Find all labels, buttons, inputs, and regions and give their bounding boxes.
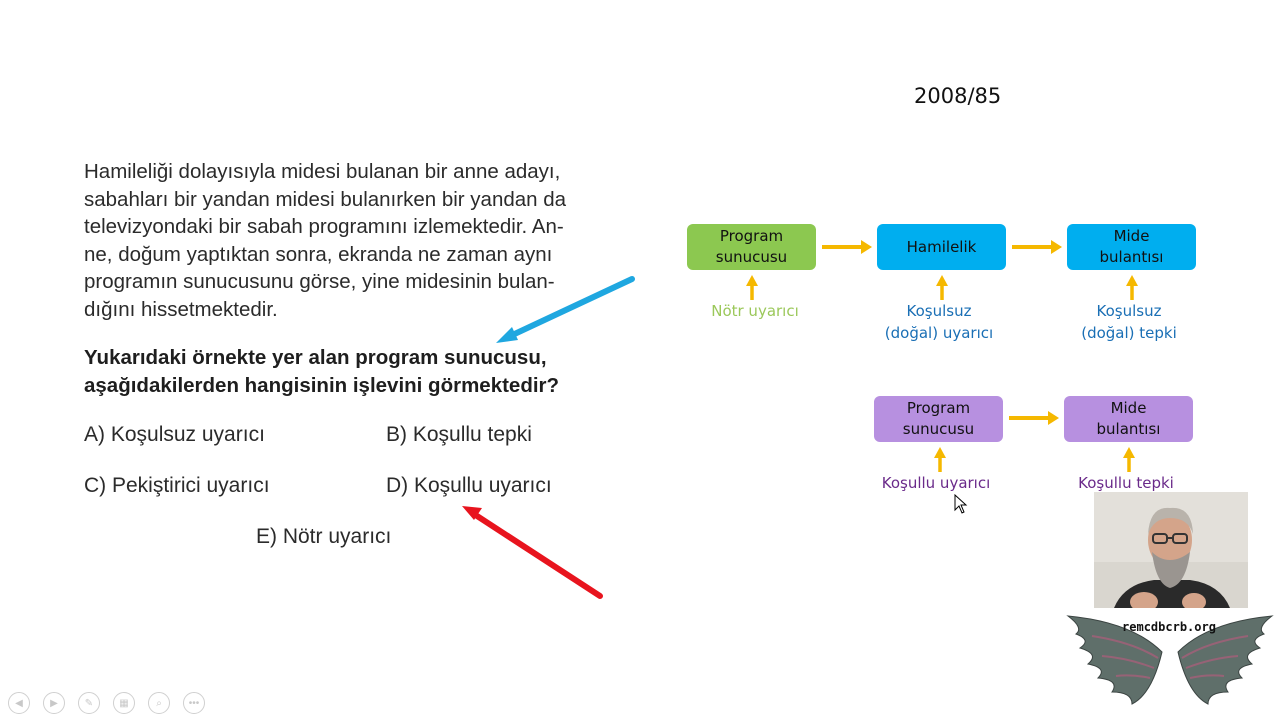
label-line: Koşullu tepki (1078, 474, 1174, 492)
flow-arrow-up (1123, 447, 1135, 472)
box-program-presenter-conditioned: Program sunucusu (874, 396, 1003, 442)
option-c[interactable]: C) Pekiştirici uyarıcı (84, 474, 270, 497)
label-line: Koşulsuz (1096, 302, 1162, 320)
mouse-cursor-icon (954, 494, 968, 514)
question-line: dığını hissetmektedir. (84, 297, 278, 321)
blue-pointer-arrow (496, 276, 635, 343)
question-line: televizyondaki bir sabah programını izle… (84, 215, 564, 238)
prompt-line: Yukarıdaki örnekte yer alan program sunu… (84, 346, 547, 369)
label-line: (doğal) tepki (1081, 324, 1177, 342)
flow-arrow-right (1009, 411, 1059, 425)
flow-arrow-right (1012, 240, 1062, 254)
option-e[interactable]: E) Nötr uyarıcı (256, 525, 392, 548)
label-line: Nötr uyarıcı (711, 302, 799, 320)
flow-arrow-up (936, 275, 948, 300)
box-line: sunucusu (715, 248, 788, 266)
presenter-avatar (1094, 492, 1248, 608)
question-reference: 2008/85 (914, 84, 1002, 108)
box-pregnancy: Hamilelik (877, 224, 1006, 270)
question-line: Hamileliği dolayısıyla midesi bulanan bi… (84, 160, 561, 183)
wings-logo (1066, 615, 1274, 705)
slide-controls: ◀ ▶ ✎ ▦ ⌕ ••• (8, 692, 205, 714)
zoom-icon[interactable]: ⌕ (148, 692, 170, 714)
label-conditioned-stimulus: Koşullu uyarıcı (866, 472, 1006, 494)
box-line: Program (906, 399, 971, 417)
question-line: programın sunucusunu görse, yine midesin… (84, 270, 555, 293)
label-unconditioned-stimulus: Koşulsuz (doğal) uyarıcı (874, 300, 1004, 344)
watermark-url: remcdbcrb.org (1122, 620, 1216, 634)
option-a[interactable]: A) Koşulsuz uyarıcı (84, 423, 265, 446)
flow-arrow-up (934, 447, 946, 472)
more-icon[interactable]: ••• (183, 692, 205, 714)
next-icon[interactable]: ▶ (43, 692, 65, 714)
slides-icon[interactable]: ▦ (113, 692, 135, 714)
box-line: bulantısı (1099, 248, 1164, 266)
pen-icon[interactable]: ✎ (78, 692, 100, 714)
box-nausea-conditioned: Mide bulantısı (1064, 396, 1193, 442)
label-unconditioned-response: Koşulsuz (doğal) tepki (1064, 300, 1194, 344)
option-b[interactable]: B) Koşullu tepki (386, 423, 532, 446)
flow-arrow-up (1126, 275, 1138, 300)
box-nausea: Mide bulantısı (1067, 224, 1196, 270)
flow-arrow-up (746, 275, 758, 300)
label-neutral-stimulus: Nötr uyarıcı (690, 300, 820, 322)
option-d[interactable]: D) Koşullu uyarıcı (386, 474, 552, 497)
label-line: Koşullu uyarıcı (881, 474, 991, 492)
box-line: Hamilelik (906, 237, 977, 256)
prompt-line: aşağıdakilerden hangisinin işlevini görm… (84, 373, 560, 397)
box-line: Program (719, 227, 784, 245)
red-pointer-arrow (462, 506, 603, 599)
question-line: sabahları bir yandan midesi bulanırken b… (84, 187, 567, 211)
previous-icon[interactable]: ◀ (8, 692, 30, 714)
question-line: ne, doğum yaptıktan sonra, ekranda ne za… (84, 242, 553, 266)
webcam-overlay (1094, 492, 1248, 608)
box-line: sunucusu (902, 420, 975, 438)
box-program-presenter: Program sunucusu (687, 224, 816, 270)
question-prompt: Yukarıdaki örnekte yer alan program sunu… (84, 344, 664, 399)
box-line: Mide (1110, 399, 1147, 417)
box-line: Mide (1113, 227, 1150, 245)
label-conditioned-response: Koşullu tepki (1060, 472, 1192, 494)
question-text: Hamileliği dolayısıyla midesi bulanan bi… (84, 158, 664, 323)
label-line: (doğal) uyarıcı (884, 324, 994, 342)
label-line: Koşulsuz (906, 302, 972, 320)
flow-arrow-right (822, 240, 872, 254)
box-line: bulantısı (1096, 420, 1161, 438)
